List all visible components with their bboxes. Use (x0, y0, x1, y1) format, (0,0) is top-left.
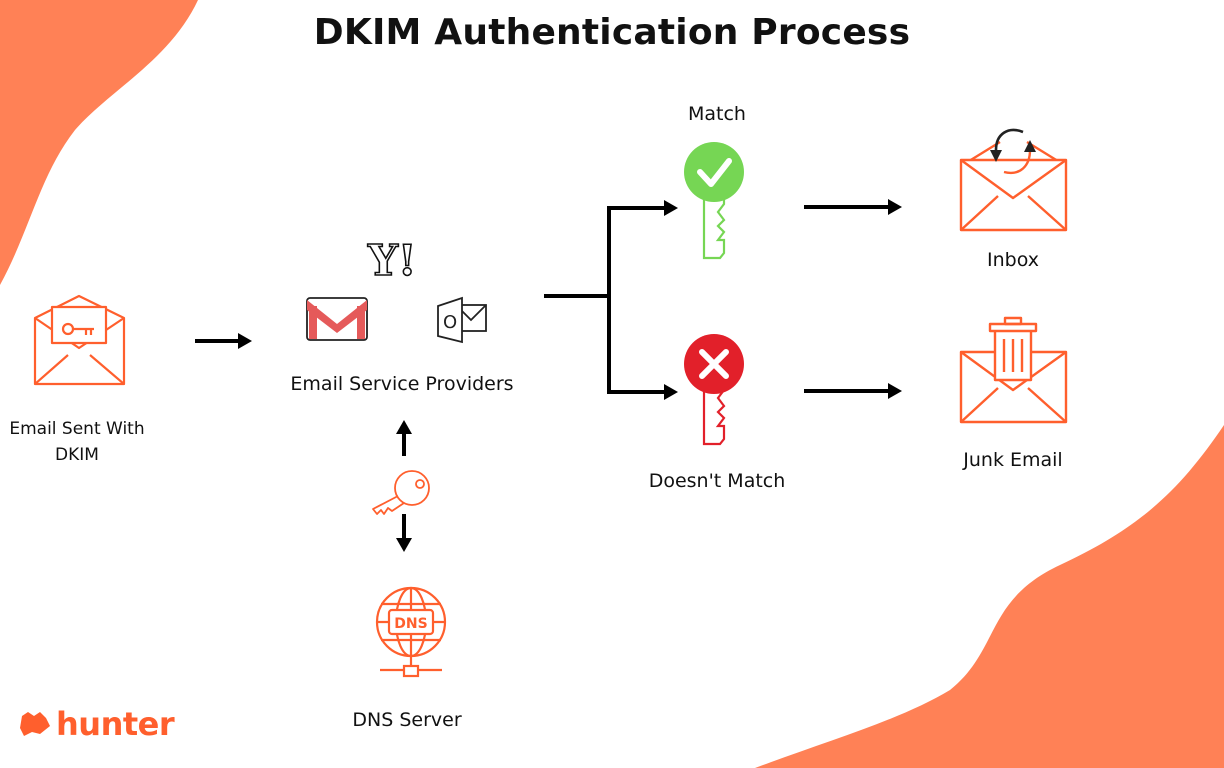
green-check-key-icon (684, 142, 744, 260)
hunter-fox-icon (20, 712, 50, 736)
outlook-icon: O (437, 296, 487, 344)
inbox-envelope-sync-icon (959, 128, 1068, 232)
envelope-key-icon (33, 294, 126, 386)
hunter-logo-text: hunter (56, 705, 175, 743)
yahoo-glyph: Y! (367, 236, 416, 285)
label-inbox: Inbox (987, 249, 1039, 271)
arrow-to-providers (195, 333, 252, 349)
arrow-up-to-providers (396, 420, 412, 456)
key-icon (372, 470, 430, 515)
outlook-letter: O (443, 312, 457, 333)
branch-connector (544, 206, 666, 394)
red-x-key-icon (684, 334, 744, 446)
arrow-to-junk (804, 383, 902, 399)
decor-blob-top-left (0, 0, 198, 285)
label-dns-server: DNS Server (352, 709, 462, 731)
yahoo-icon: Y! (366, 235, 417, 286)
arrow-to-inbox (804, 199, 902, 215)
dns-globe-icon: DNS (375, 586, 447, 678)
decor-blob-bottom-right (755, 425, 1224, 768)
arrow-down-to-dns (396, 514, 412, 552)
label-junk: Junk Email (963, 449, 1063, 471)
label-no-match: Doesn't Match (648, 470, 786, 492)
gmail-icon (306, 297, 368, 341)
arrow-to-match (664, 200, 678, 216)
arrow-to-no-match (664, 384, 678, 400)
label-providers: Email Service Providers (290, 373, 514, 395)
label-match: Match (688, 103, 746, 125)
dns-glyph: DNS (394, 616, 427, 632)
hunter-logo: hunter (56, 702, 175, 746)
label-email-sent: Email Sent With DKIM (9, 419, 145, 465)
diagram-title: DKIM Authentication Process (313, 12, 911, 53)
junk-envelope-trash-icon (959, 316, 1068, 424)
